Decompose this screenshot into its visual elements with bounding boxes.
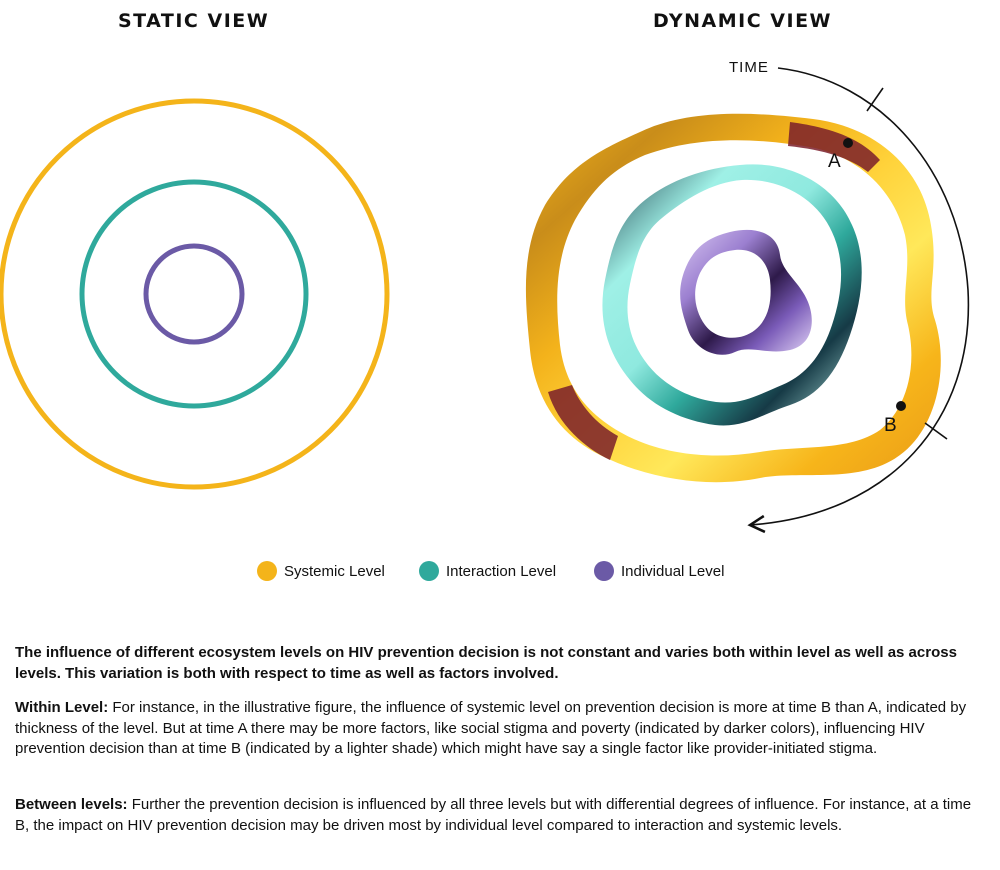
ecosystem-diagram: TIME A B xyxy=(0,59,970,534)
caption-lead: The influence of different ecosystem lev… xyxy=(15,644,957,682)
caption-within-level: Within Level: For instance, in the illus… xyxy=(15,698,983,760)
caption-between-heading: Between levels: xyxy=(15,796,128,813)
time-tick-a xyxy=(866,87,884,112)
time-label: TIME xyxy=(729,59,769,76)
legend-label-systemic: Systemic Level xyxy=(284,562,385,580)
legend-label-individual: Individual Level xyxy=(621,562,725,580)
systemic-dark-segment-left xyxy=(548,385,618,460)
static-systemic-ring xyxy=(0,98,390,490)
point-b-marker xyxy=(896,401,906,411)
static-individual-ring xyxy=(143,243,245,345)
point-a-marker xyxy=(843,138,853,148)
legend-item-interaction: Interaction Level xyxy=(419,558,556,584)
caption-within-heading: Within Level: xyxy=(15,699,109,716)
dynamic-individual-band xyxy=(680,229,812,355)
time-tick-b xyxy=(924,422,948,440)
caption-between-text: Further the prevention decision is influ… xyxy=(15,796,972,834)
time-arc xyxy=(747,67,970,534)
systemic-dark-segment-a xyxy=(788,122,880,172)
legend-label-interaction: Interaction Level xyxy=(446,562,557,580)
dynamic-view-title: DYNAMIC VIEW xyxy=(653,10,832,32)
legend-item-individual: Individual Level xyxy=(594,558,724,584)
point-a-label: A xyxy=(828,151,841,172)
dynamic-systemic-band xyxy=(525,113,941,483)
caption-between-levels: Between levels: Further the prevention d… xyxy=(15,795,983,836)
dynamic-interaction-band xyxy=(602,164,862,426)
point-b-label: B xyxy=(884,415,897,436)
systemic-swatch-icon xyxy=(257,561,277,581)
interaction-swatch-icon xyxy=(419,561,439,581)
caption-within-text: For instance, in the illustrative figure… xyxy=(15,699,967,757)
legend-item-systemic: Systemic Level xyxy=(257,558,385,584)
static-interaction-ring xyxy=(79,179,309,409)
individual-swatch-icon xyxy=(594,561,614,581)
legend: Systemic Level Interaction Level Individ… xyxy=(0,558,1000,584)
static-view-title: STATIC VIEW xyxy=(118,10,270,32)
